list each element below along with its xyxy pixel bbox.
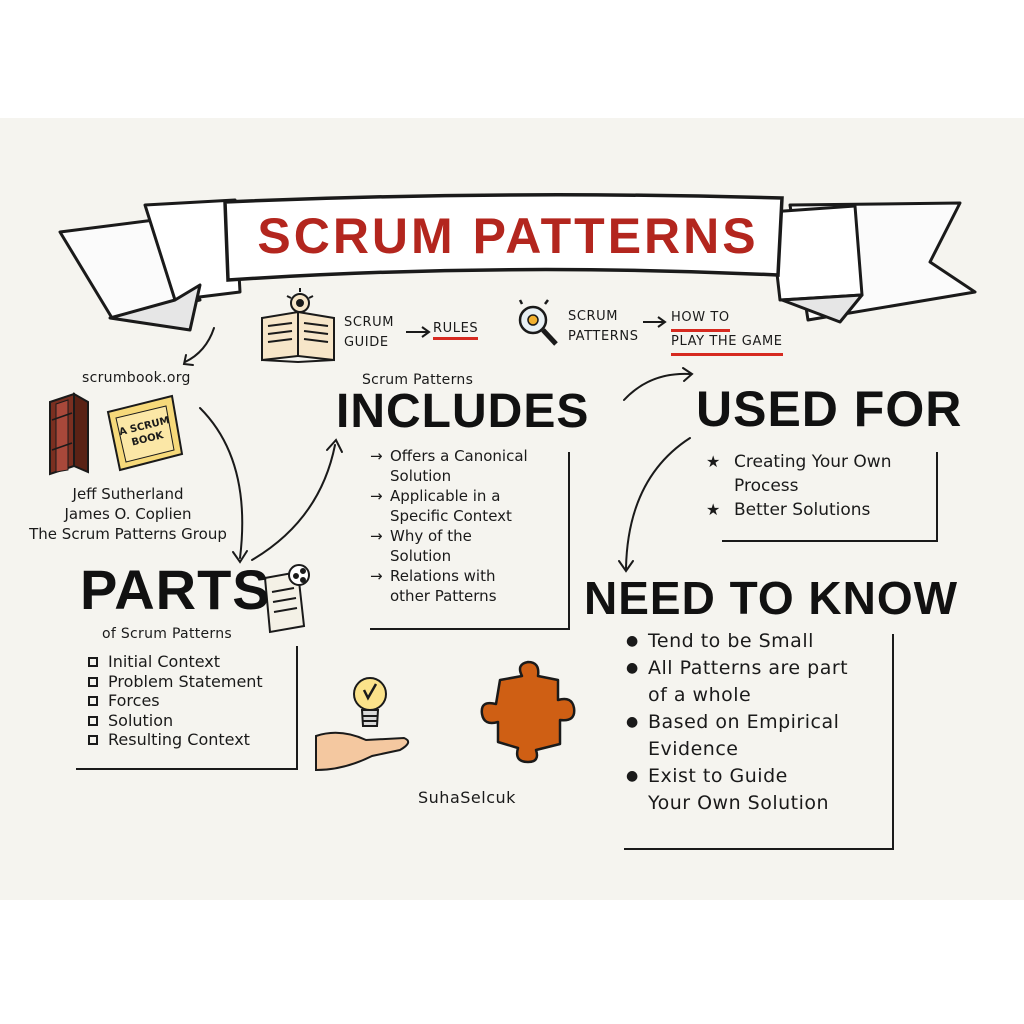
parts-item-label: Initial Context <box>108 652 221 671</box>
ntk-item-line2: Your Own Solution <box>648 792 830 814</box>
scrum-book-cover <box>106 394 184 472</box>
ntk-item-line1: Exist to Guide <box>648 765 788 787</box>
legend-patterns-result: HOW TO PLAY THE GAME <box>671 308 783 356</box>
includes-heading: INCLUDES <box>336 385 590 438</box>
legend-howto-line1: HOW TO <box>671 308 730 332</box>
dot-bullet-icon: ● <box>626 660 639 676</box>
arrow-right-icon: → <box>370 487 383 505</box>
ntk-item-line2: of a whole <box>648 684 752 706</box>
parts-item-label: Forces <box>108 691 160 710</box>
includes-item-line2: Solution <box>390 467 452 485</box>
list-item: → Relations with other Patterns <box>370 566 560 606</box>
magnifier-gear-icon <box>518 299 558 346</box>
legend-arrows <box>406 316 667 338</box>
includes-bracket <box>370 452 570 630</box>
banner-ribbon-right <box>768 201 977 324</box>
used-for-heading: USED FOR <box>696 381 963 437</box>
books-icon <box>49 392 89 476</box>
need-to-know-heading: NEED TO KNOW <box>584 572 959 624</box>
legend-guide-result: RULES <box>433 321 479 340</box>
ntk-item-line2: Evidence <box>648 738 739 760</box>
list-item: ● All Patterns are part of a whole <box>624 655 884 709</box>
legend-patterns-label: SCRUM PATTERNS <box>568 307 639 347</box>
banner-center <box>223 193 784 282</box>
legend-patterns-line1: SCRUM <box>568 309 619 324</box>
checkbox-icon <box>88 715 98 726</box>
ntk-item-line1: All Patterns are part <box>648 657 849 679</box>
document-share-icon <box>263 564 310 634</box>
dot-bullet-icon: ● <box>626 768 639 784</box>
dot-bullet-icon: ● <box>626 633 639 649</box>
includes-item-line1: Applicable in a <box>390 487 501 505</box>
arrow-right-icon: → <box>370 447 383 465</box>
list-item: → Applicable in a Specific Context <box>370 486 560 526</box>
lightbulb-hand-icon <box>315 677 410 772</box>
list-item: Initial Context <box>88 652 288 672</box>
used-for-item-line1: Creating Your Own <box>734 452 892 472</box>
parts-item-label: Resulting Context <box>108 730 250 749</box>
checkbox-icon <box>88 696 98 706</box>
includes-item-line1: Offers a Canonical <box>390 447 528 465</box>
includes-caption: Scrum Patterns <box>362 372 474 388</box>
used-for-item-line1: Better Solutions <box>734 500 871 520</box>
list-item: Resulting Context <box>88 730 288 750</box>
author-2: James O. Coplien <box>64 505 192 523</box>
star-bullet-icon: ★ <box>706 500 721 519</box>
banner-ribbon-left <box>58 198 242 332</box>
legend-guide-line2: GUIDE <box>344 335 389 350</box>
checkbox-icon <box>88 657 98 667</box>
includes-item-line2: other Patterns <box>390 587 497 605</box>
dot-bullet-icon: ● <box>626 714 639 730</box>
page-title: SCRUM PATTERNS <box>257 208 759 264</box>
legend-rules-text: RULES <box>433 321 479 340</box>
used-for-item-line2: Process <box>734 476 799 496</box>
parts-bracket <box>76 646 298 770</box>
checkbox-icon <box>88 676 98 687</box>
list-item: ● Tend to be Small <box>624 628 884 655</box>
includes-item-line1: Why of the <box>390 527 472 545</box>
parts-list: Initial Context Problem Statement Forces… <box>88 652 288 750</box>
parts-subheading: of Scrum Patterns <box>102 626 233 642</box>
puzzle-piece-icon <box>480 660 576 764</box>
source-authors: Jeff Sutherland James O. Coplien The Scr… <box>28 484 228 544</box>
need-to-know-list: ● Tend to be Small ● All Patterns are part… <box>624 628 884 817</box>
author-1: Jeff Sutherland <box>72 485 184 503</box>
arrow-right-icon: → <box>370 527 383 545</box>
includes-item-line2: Specific Context <box>390 507 512 525</box>
list-item: Problem Statement <box>88 672 288 692</box>
flow-arrows <box>182 327 694 573</box>
includes-item-line2: Solution <box>390 547 452 565</box>
star-bullet-icon: ★ <box>706 452 721 471</box>
parts-item-label: Solution <box>108 710 174 730</box>
checkbox-icon <box>88 735 98 745</box>
parts-item-label: Problem Statement <box>108 671 263 691</box>
list-item: ★ Better Solutions <box>704 498 924 522</box>
list-item: Forces <box>88 691 288 711</box>
need-to-know-bracket <box>624 634 894 850</box>
includes-item-line1: Relations with <box>390 567 496 585</box>
ntk-item-line1: Tend to be Small <box>648 630 814 652</box>
list-item: Solution <box>88 711 288 731</box>
legend-patterns-line2: PATTERNS <box>568 329 639 344</box>
parts-heading: PARTS <box>80 558 271 621</box>
author-3: The Scrum Patterns Group <box>29 525 227 543</box>
used-for-bracket <box>722 452 938 542</box>
legend-howto-line2: PLAY THE GAME <box>671 332 783 356</box>
signature: SuhaSelcuk <box>418 788 516 807</box>
arrow-right-icon: → <box>370 567 383 585</box>
ntk-item-line1: Based on Empirical <box>648 711 840 733</box>
legend-guide-label: SCRUM GUIDE <box>344 313 394 353</box>
legend-guide-line1: SCRUM <box>344 315 395 330</box>
open-book-gear-icon <box>261 288 335 364</box>
source-url: scrumbook.org <box>82 370 191 386</box>
